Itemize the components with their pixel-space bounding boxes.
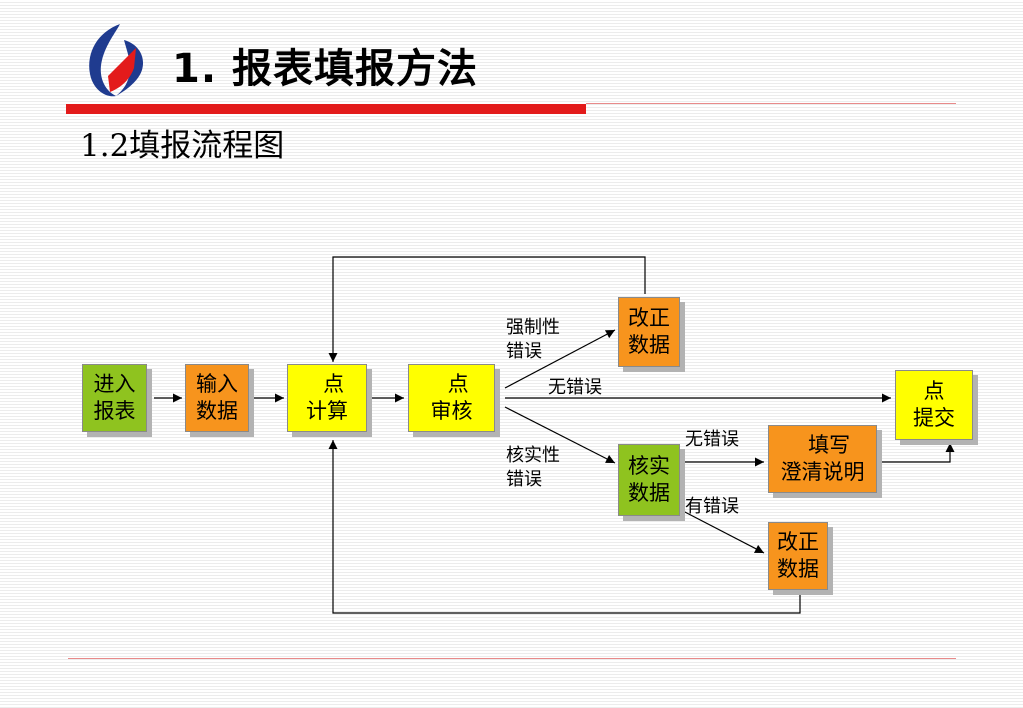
node-audit: 点 审核 [408,364,495,432]
label-has-error: 有错误 [685,496,739,517]
logo-icon [89,24,144,97]
page-title: 1. 报表填报方法 [172,46,478,92]
loop-correct-bottom-to-calc [328,440,801,614]
page-subtitle: 1.2填报流程图 [80,128,285,164]
node-submit: 点 提交 [895,370,973,440]
node-correct-data-top: 改正 数据 [618,297,680,367]
arrow-verify-to-correct-bottom [680,509,765,554]
label-mandatory-error: 强制性 错误 [506,317,560,362]
footer-line [68,658,956,659]
node-correct-data-bottom: 改正 数据 [768,522,828,590]
node-input-data: 输入 数据 [185,364,249,432]
label-no-error-verify: 无错误 [685,429,739,450]
loop-correct-top-to-calc [328,256,646,362]
node-verify-data: 核实 数据 [618,444,680,516]
label-verify-error: 核实性 错误 [506,445,560,490]
title-underline-bar [66,104,586,114]
title-underline-thin [586,103,956,104]
arrow-explain-to-submit [881,443,955,463]
node-enter-report: 进入 报表 [82,364,147,432]
node-calculate: 点 计算 [287,364,367,432]
arrow-audit-to-correct-top [504,329,616,389]
label-no-error-main: 无错误 [548,377,602,398]
arrow-audit-to-verify [504,406,616,464]
node-fill-explanation: 填写 澄清说明 [768,425,877,493]
